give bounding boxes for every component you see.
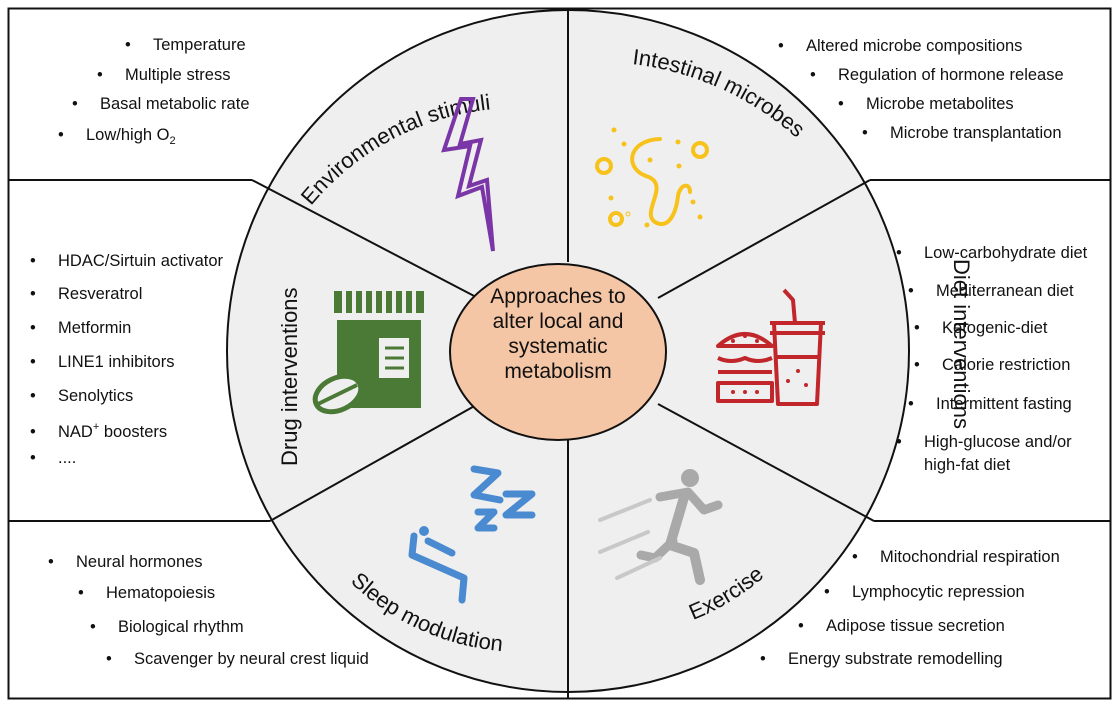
list-item: Hematopoiesis: [78, 585, 215, 602]
food-dots: [731, 334, 808, 394]
frame-border: [7, 7, 1112, 700]
running-person-icon: [598, 469, 723, 585]
list-item: ....: [29, 450, 76, 467]
fast-food-icon: [716, 288, 825, 406]
list-item: Biological rhythm: [90, 619, 244, 636]
list-item: High-glucose and/or: [896, 434, 1072, 451]
center-line-3: systematic: [508, 335, 608, 358]
center-ellipse: [449, 263, 667, 441]
list-item: Neural hormones: [48, 554, 202, 571]
list-item: Low/high O2: [58, 127, 175, 147]
center-line-1: Approaches to: [490, 285, 626, 308]
microbe-dots: [608, 127, 703, 228]
list-item: Scavenger by neural crest liquid: [106, 651, 369, 668]
sector-title-drug: Drug interventions: [277, 287, 302, 466]
list-item: Microbe metabolites: [838, 96, 1014, 113]
pill-bottle-icon: [312, 291, 424, 415]
list-item-continuation: high-fat diet: [924, 456, 1011, 474]
list-item: Mitochondrial respiration: [852, 549, 1060, 566]
list-item: Calorie restriction: [914, 357, 1070, 374]
list-item: Microbe transplantation: [862, 125, 1061, 142]
lightning-icon: [441, 97, 495, 252]
list-item: Altered microbe compositions: [778, 38, 1022, 55]
list-item: Metformin: [30, 320, 131, 337]
list-item: Lymphocytic repression: [824, 584, 1025, 601]
list-item: Regulation of hormone release: [810, 67, 1064, 84]
list-item: Mediterranean diet: [908, 283, 1074, 300]
list-item: Senolytics: [30, 388, 133, 405]
list-item: Ketogenic-diet: [914, 320, 1047, 337]
list-item: Resveratrol: [30, 286, 143, 303]
sleeping-bed-icon: [408, 465, 536, 604]
list-item: Multiple stress: [97, 67, 231, 84]
list-item: Energy substrate remodelling: [760, 651, 1003, 668]
center-line-2: alter local and: [492, 310, 624, 333]
list-item: NAD+ boosters: [30, 422, 167, 441]
center-title: Approaches to alter local and systematic…: [452, 284, 664, 384]
list-item: Low-carbohydrate diet: [896, 245, 1087, 262]
list-item: LINE1 inhibitors: [30, 354, 175, 371]
list-item: HDAC/Sirtuin activator: [30, 253, 223, 270]
list-item: Adipose tissue secretion: [798, 618, 1005, 635]
list-item: Basal metabolic rate: [72, 96, 249, 113]
sleeper-head: [419, 526, 429, 536]
center-line-4: metabolism: [504, 360, 612, 383]
partition-lines: [9, 8, 1110, 699]
list-item: Intermittent fasting: [908, 396, 1072, 413]
list-item: Temperature: [125, 37, 246, 54]
microbes-icon: [595, 137, 709, 227]
